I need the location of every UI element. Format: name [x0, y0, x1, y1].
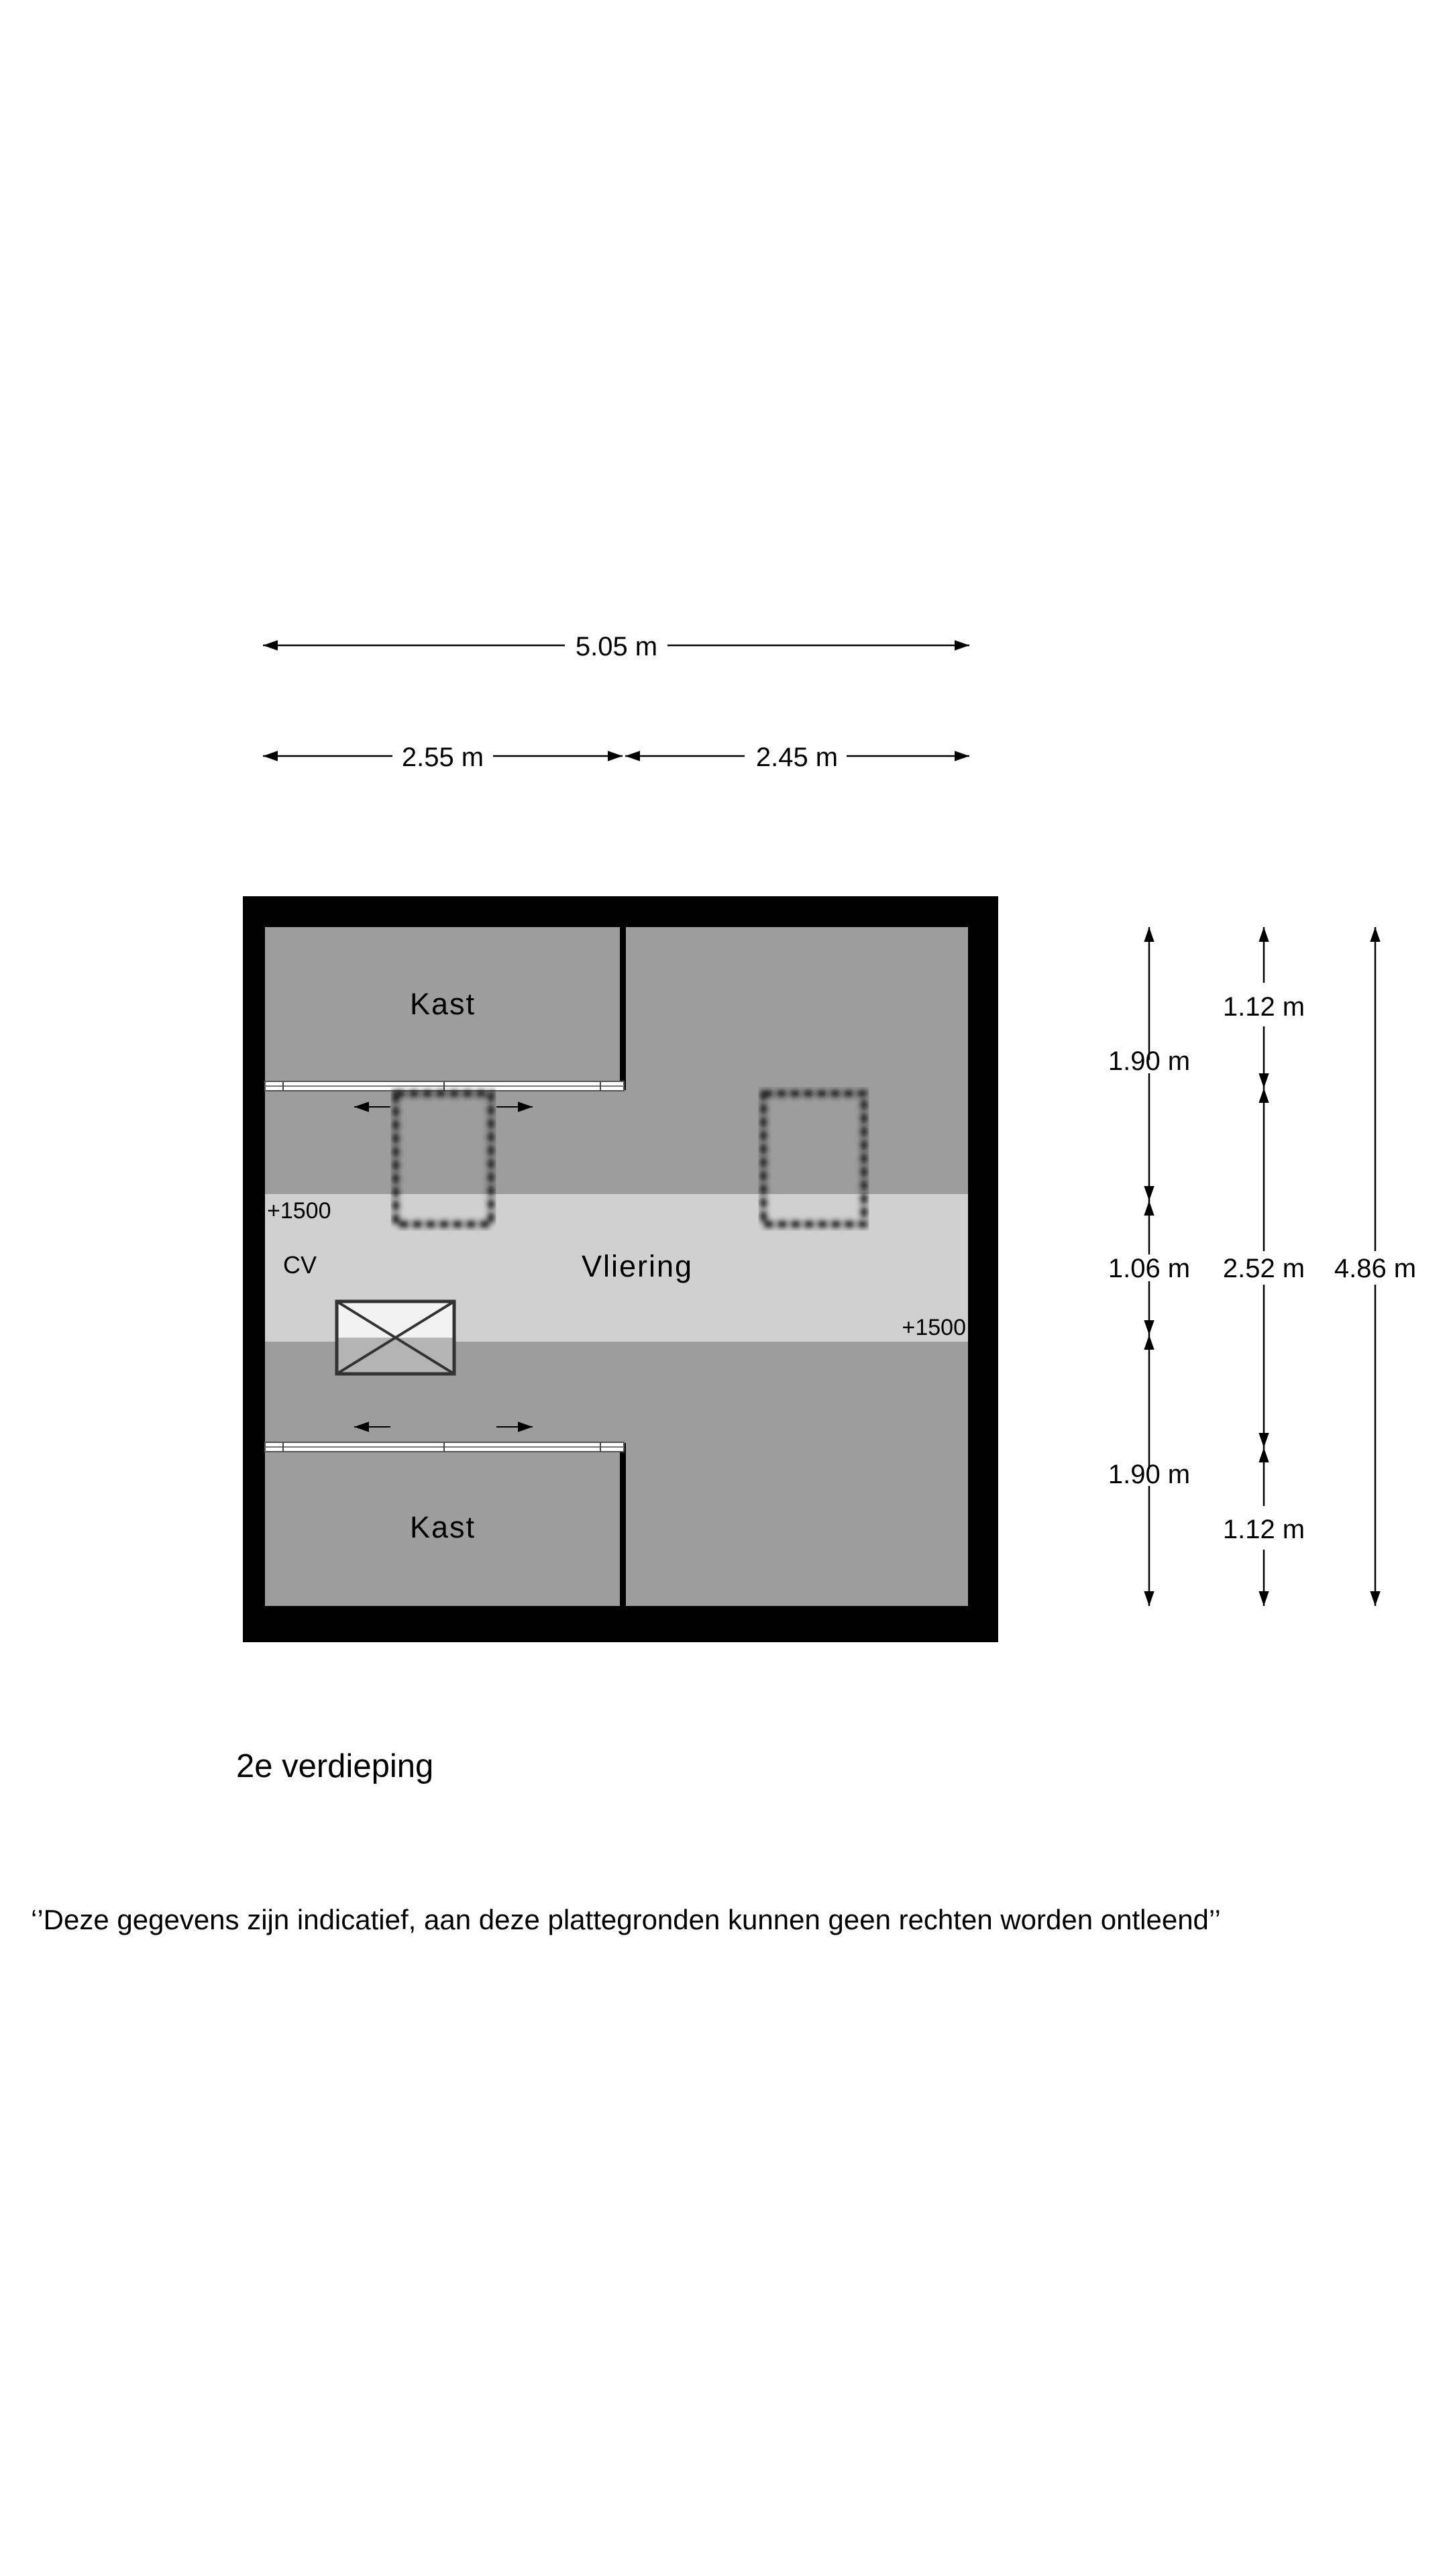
vertical-dimensions: 1.90 m 1.06 m 1.90 m 1.12 m 2.52 m 1.12 …: [1108, 927, 1416, 1606]
room-label-top-closet: Kast: [410, 987, 476, 1021]
dim-col2-bottom: 1.12 m: [1223, 1515, 1305, 1544]
horizontal-dimensions: 5.05 m 2.55 m 2.45 m: [263, 632, 969, 772]
height-mark-right: +1500: [902, 1315, 967, 1340]
room-label-attic: Vliering: [582, 1249, 693, 1283]
top-closet-side-wall: [620, 927, 626, 1090]
dim-col2-mid: 2.52 m: [1223, 1254, 1305, 1283]
dim-col1-mid: 1.06 m: [1108, 1254, 1190, 1283]
dim-col2-top: 1.12 m: [1223, 992, 1305, 1022]
skylight-right: [760, 1090, 867, 1228]
top-closet-sliding-door: [264, 1081, 625, 1112]
building: Kast Kast Vliering CV +1500 +1500: [243, 896, 998, 1642]
dim-total-width: 5.05 m: [576, 632, 657, 661]
height-mark-left: +1500: [267, 1198, 331, 1224]
room-label-bottom-closet: Kast: [410, 1510, 476, 1544]
boiler-unit: [335, 1299, 456, 1376]
dim-right-width: 2.45 m: [756, 743, 838, 772]
bottom-closet-side-wall: [620, 1443, 626, 1606]
floor-title: 2e verdieping: [236, 1748, 434, 1784]
dim-left-width: 2.55 m: [402, 743, 484, 772]
dim-col1-bottom: 1.90 m: [1108, 1460, 1190, 1489]
bottom-closet-sliding-door: [264, 1421, 625, 1452]
dim-col1-top: 1.90 m: [1108, 1046, 1190, 1076]
disclaimer-text: ‘’Deze gegevens zijn indicatief, aan dez…: [31, 1904, 1221, 1935]
skylight-left: [392, 1090, 494, 1228]
dim-col3-total: 4.86 m: [1334, 1254, 1416, 1283]
room-label-boiler: CV: [283, 1251, 317, 1279]
